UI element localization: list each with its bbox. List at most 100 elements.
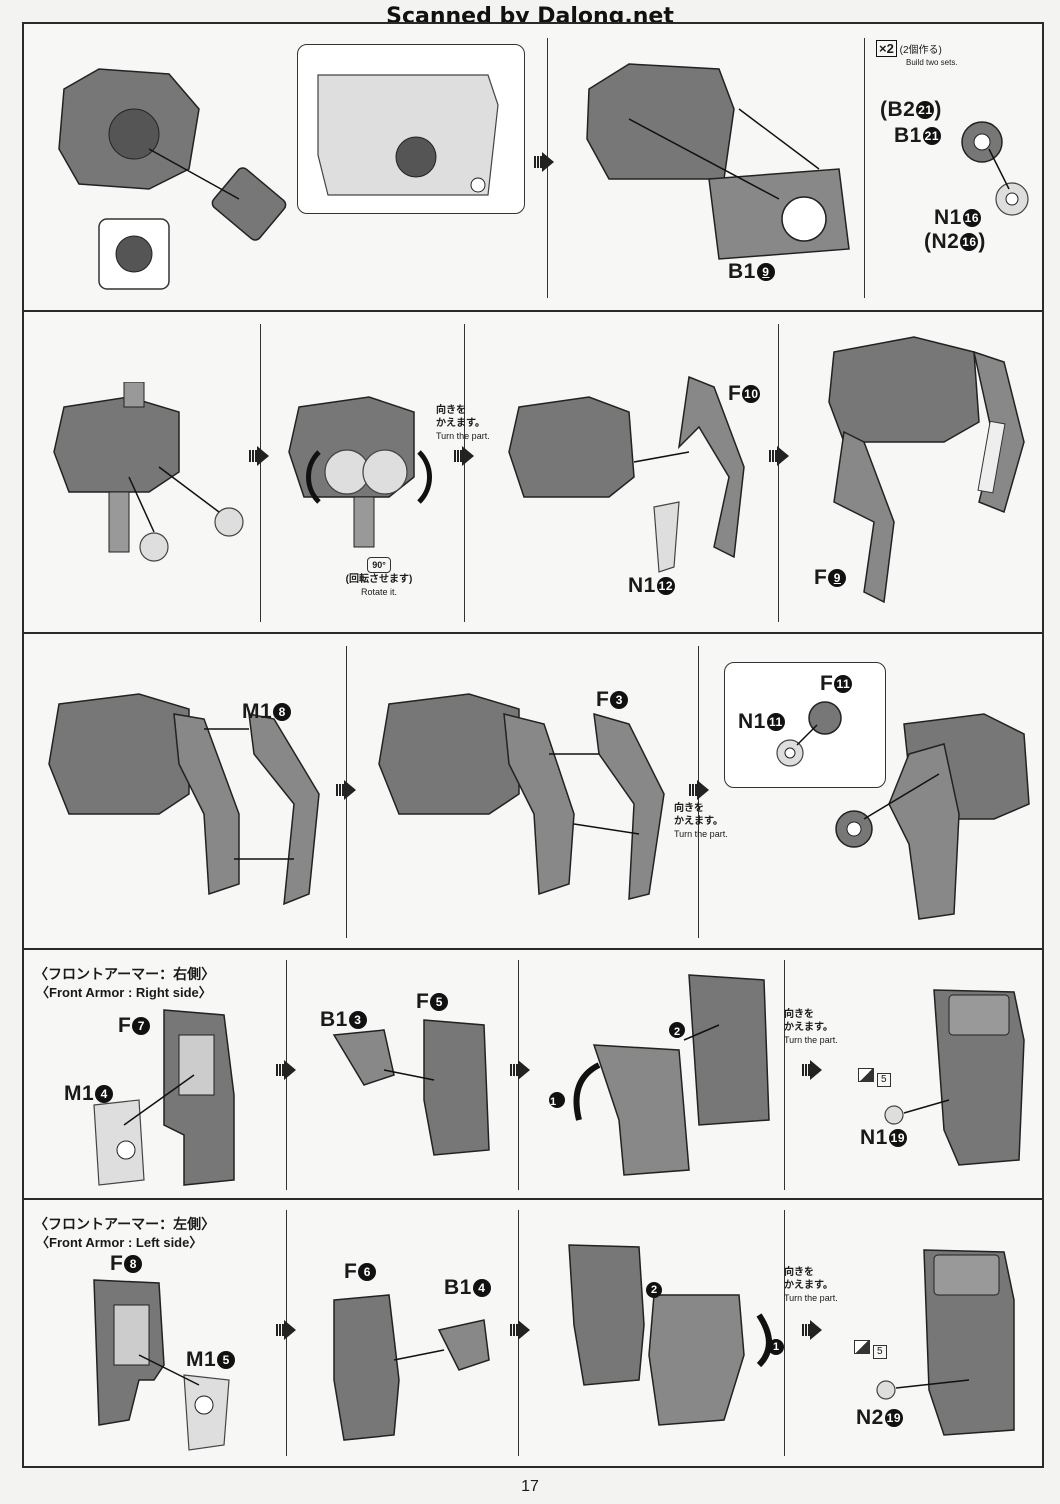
arrow-next [336, 784, 344, 796]
divider [778, 324, 779, 622]
arrow-next-head [518, 1320, 530, 1340]
label-text: N1 [934, 206, 962, 229]
arrow-next [249, 450, 257, 462]
step-illustration [961, 121, 1029, 216]
arrow-next [510, 1324, 518, 1336]
step-illustration [586, 63, 850, 260]
arrow-next [689, 784, 697, 796]
step-1-marker: 1 [772, 1341, 780, 1353]
label-text: N1 [628, 574, 656, 597]
label-number: 7 [132, 1017, 151, 1035]
label-number: 9 [756, 263, 775, 281]
step-illustration [828, 336, 1025, 604]
arrow-next-head [810, 1060, 822, 1080]
label-text: N1 [738, 710, 766, 733]
label-text: (B2 [880, 98, 916, 121]
label-text: F [416, 990, 430, 1013]
arrow-next-head [462, 446, 474, 466]
arrow-next [534, 156, 542, 168]
label-text: F [118, 1014, 132, 1037]
rotate-note: 90° (回転させます) Rotate it. [339, 557, 419, 598]
step-2-marker: 2 [673, 1026, 681, 1038]
step-illustration [48, 693, 320, 906]
detail-inset [297, 44, 525, 214]
step-illustration [508, 375, 745, 573]
label-number: 11 [766, 713, 785, 731]
label-number: 21 [922, 127, 941, 145]
page-number: 17 [521, 1478, 539, 1495]
label-number: 21 [916, 101, 935, 119]
step-illustration [378, 693, 665, 900]
note-en: Turn the part. [784, 1035, 838, 1045]
note-jp: 向きを [674, 803, 704, 814]
label-number: 8 [124, 1255, 143, 1273]
step-illustration [288, 396, 432, 548]
arrow-next [454, 450, 462, 462]
label-number: 9 [828, 569, 847, 587]
note-jp: かえます。 [674, 816, 723, 827]
label-text: N1 [860, 1126, 888, 1149]
label-text: F [596, 688, 610, 711]
note-jp: かえます。 [436, 418, 485, 429]
arrow-next [802, 1324, 810, 1336]
label-text: M1 [64, 1082, 95, 1105]
label-text: B1 [894, 124, 922, 147]
arrow-next-head [344, 780, 356, 800]
label-text: F [110, 1252, 124, 1275]
label-number: 6 [358, 1263, 377, 1281]
arrow-next-head [518, 1060, 530, 1080]
step-1-marker: 1 [549, 1096, 557, 1108]
sticker-number: 5 [872, 1345, 887, 1359]
note-jp: かえます。 [784, 1022, 833, 1033]
label-number: 4 [472, 1279, 491, 1297]
note-en: Build two sets. [906, 58, 958, 67]
step-illustration [549, 974, 770, 1176]
label-text: F [728, 382, 742, 405]
label-number: 12 [656, 577, 675, 595]
arrow-next-head [284, 1060, 296, 1080]
label-text: ) [978, 230, 986, 253]
arrow-next [276, 1064, 284, 1076]
label-number: 3 [610, 691, 629, 709]
step-illustration [884, 989, 1025, 1166]
label-text: (N2 [924, 230, 960, 253]
sticker-icon [854, 1340, 870, 1354]
turn-part-note: 向きを かえます。 Turn the part. [784, 1008, 844, 1046]
step-illustration [332, 1019, 490, 1156]
arrow-next [510, 1064, 518, 1076]
divider [260, 324, 261, 622]
note-jp: (回転させます) [345, 574, 413, 585]
note-jp: 向きを [784, 1009, 814, 1020]
label-text: B1 [320, 1008, 348, 1031]
step-illustration [93, 1009, 235, 1186]
label-number: 4 [95, 1085, 114, 1103]
divider [784, 1210, 785, 1456]
turn-part-note: 向きを かえます。 Turn the part. [784, 1266, 844, 1304]
label-number: 19 [888, 1129, 907, 1147]
note-jp: かえます。 [784, 1280, 833, 1291]
note-en: Rotate it. [360, 587, 398, 597]
sticker-icon [858, 1068, 874, 1082]
label-text: F [814, 566, 828, 589]
arrow-next-head [697, 780, 709, 800]
arrow-next-head [257, 446, 269, 466]
build-two-note: ×2 (2個作る) Build two sets. [876, 40, 958, 68]
arrow-next-head [284, 1320, 296, 1340]
divider [464, 324, 465, 622]
section-subtitle: 〈Front Armor : Right side〉 [36, 985, 212, 1000]
